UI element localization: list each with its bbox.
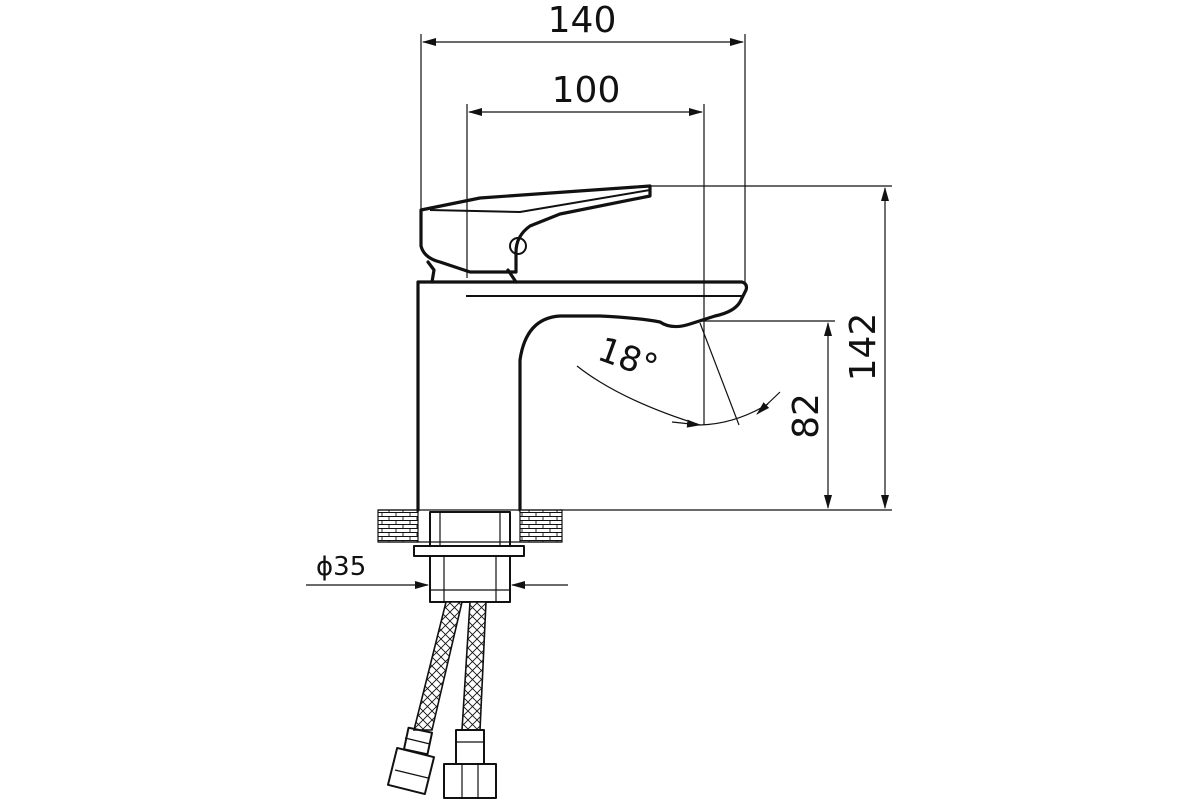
dimension-spout-angle: 18° — [576, 322, 781, 428]
dimension-label-overall-length: 140 — [548, 0, 617, 41]
supply-hose-left — [386, 601, 464, 796]
dimension-label-overall-height: 142 — [843, 313, 884, 382]
dimension-spout-height: 82 — [700, 320, 835, 509]
dimension-overall-length: 140 — [420, 0, 746, 285]
dimension-label-spout-angle: 18° — [593, 330, 663, 388]
dimension-label-spout-reach: 100 — [552, 70, 621, 111]
mounting-assembly — [413, 511, 525, 603]
dimension-connector-diameter: ϕ35 — [306, 552, 568, 589]
supply-hose-right — [443, 601, 497, 799]
dimension-spout-reach: 100 — [466, 70, 705, 425]
dimension-label-connector-diameter: ϕ35 — [316, 552, 366, 582]
dimension-label-spout-height: 82 — [786, 393, 827, 439]
dimension-overall-height: 142 — [560, 185, 892, 511]
faucet-body — [416, 184, 749, 512]
countertop-section — [377, 509, 563, 543]
